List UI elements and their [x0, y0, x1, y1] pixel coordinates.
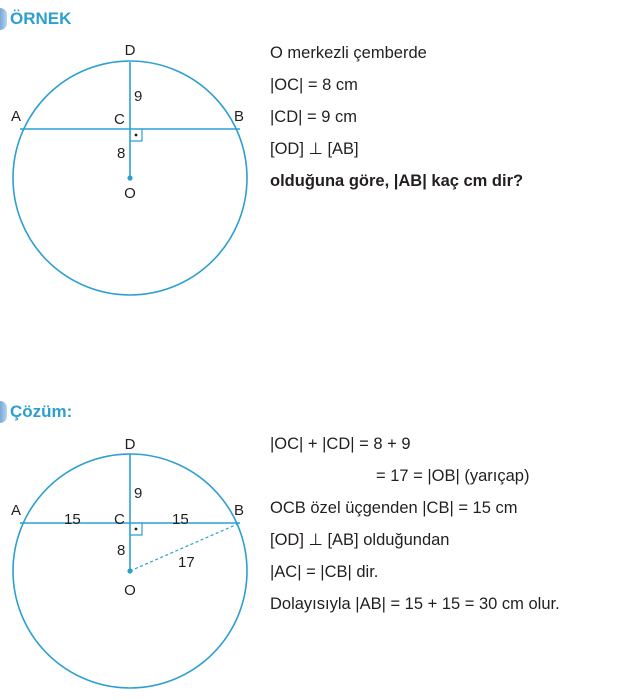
section-badge: [0, 401, 7, 423]
length-oc: 8: [117, 145, 125, 162]
label-d: D: [125, 436, 136, 453]
segment-ob-dashed: [129, 522, 241, 572]
solution-line: OCB özel üçgenden |CB| = 15 cm: [270, 499, 518, 517]
right-angle-dot: [134, 527, 138, 531]
solution-line: [OD] ⊥ [AB] olduğundan: [270, 531, 450, 549]
length-ob: 17: [178, 554, 195, 571]
solution-text: |OC| + |CD| = 8 + 9 = 17 = |OB| (yarıçap…: [270, 428, 560, 620]
label-d: D: [125, 42, 136, 59]
example-line: O merkezli çemberde: [270, 44, 427, 62]
solution-line: |OC| + |CD| = 8 + 9: [270, 435, 411, 453]
example-line: |OC| = 8 cm: [270, 76, 358, 94]
center-point: [127, 175, 133, 181]
label-a: A: [11, 502, 21, 519]
solution-line: |AC| = |CB| dir.: [270, 563, 379, 581]
label-b: B: [234, 502, 244, 519]
example-heading: ÖRNEK: [10, 9, 72, 28]
example-line: |CD| = 9 cm: [270, 108, 357, 126]
solution-circle-figure: D A B C O 9 8 15 15 17: [11, 436, 248, 689]
example-question: olduğuna göre, |AB| kaç cm dir?: [270, 172, 524, 190]
circle: [12, 60, 248, 296]
length-cd: 9: [134, 485, 142, 502]
solution-line: Dolayısıyla |AB| = 15 + 15 = 30 cm olur.: [270, 595, 560, 613]
length-cd: 9: [134, 88, 142, 105]
label-b: B: [234, 108, 244, 125]
example-text: O merkezli çemberde |OC| = 8 cm |CD| = 9…: [270, 37, 523, 197]
label-c: C: [114, 111, 125, 128]
section-badge: [0, 8, 7, 30]
label-o: O: [124, 185, 136, 202]
right-angle-mark: [130, 523, 143, 536]
right-angle-dot: [134, 133, 138, 137]
length-ac: 15: [64, 511, 81, 528]
length-oc: 8: [117, 542, 125, 559]
solution-heading: Çözüm:: [10, 402, 73, 421]
label-c: C: [114, 511, 125, 528]
example-circle-figure: D A B C O 9 8: [11, 42, 248, 296]
example-line: [OD] ⊥ [AB]: [270, 140, 359, 158]
length-cb: 15: [172, 511, 189, 528]
label-o: O: [124, 582, 136, 599]
label-a: A: [11, 108, 21, 125]
right-angle-mark: [130, 129, 143, 142]
center-point: [127, 568, 133, 574]
solution-line: = 17 = |OB| (yarıçap): [376, 467, 530, 485]
